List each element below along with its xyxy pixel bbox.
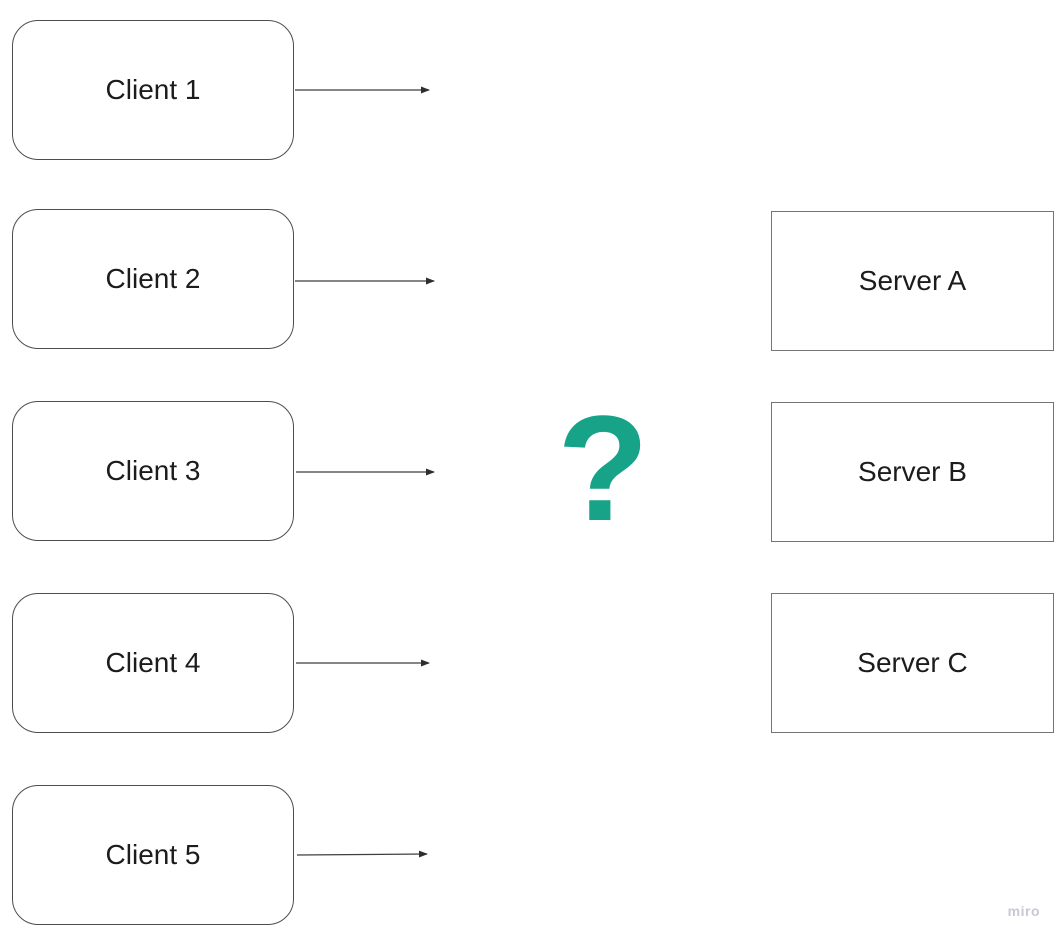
server-node-b-label: Server B: [858, 456, 967, 487]
connector-arrow-client-5[interactable]: [296, 850, 428, 858]
client-node-5[interactable]: Client 5: [12, 785, 294, 925]
client-node-5-label: Client 5: [105, 839, 201, 870]
question-mark-text[interactable]: ?: [548, 384, 658, 552]
client-node-1[interactable]: Client 1: [12, 20, 294, 160]
miro-watermark: miro: [1007, 903, 1040, 919]
server-node-c-label: Server C: [857, 647, 968, 678]
client-node-3[interactable]: Client 3: [12, 401, 294, 541]
client-node-3-label: Client 3: [105, 455, 201, 486]
question-mark-glyph: ?: [557, 384, 649, 552]
server-node-b[interactable]: Server B: [771, 402, 1054, 542]
server-node-a[interactable]: Server A: [771, 211, 1054, 351]
client-node-2-label: Client 2: [105, 263, 201, 294]
client-node-2[interactable]: Client 2: [12, 209, 294, 349]
client-node-1-label: Client 1: [105, 74, 201, 105]
client-node-4[interactable]: Client 4: [12, 593, 294, 733]
server-node-c[interactable]: Server C: [771, 593, 1054, 733]
server-node-a-label: Server A: [858, 265, 967, 296]
client-node-4-label: Client 4: [105, 647, 201, 678]
